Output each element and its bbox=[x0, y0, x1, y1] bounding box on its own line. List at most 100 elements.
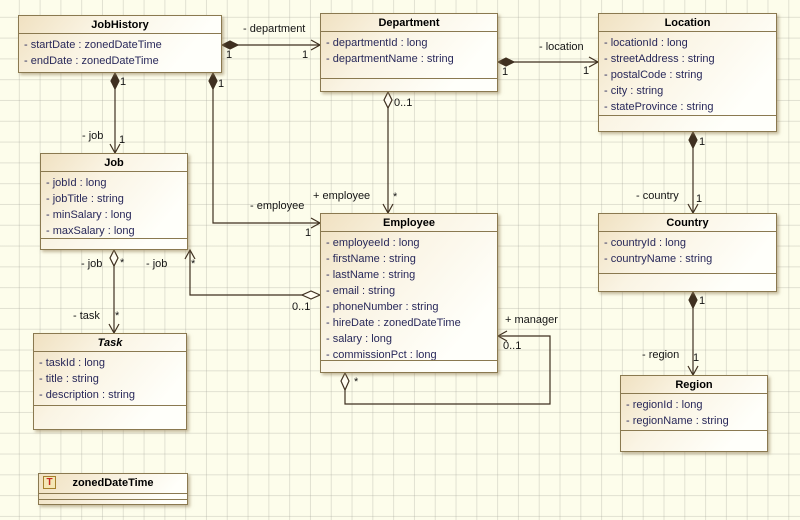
attribute: - startDate : zonedDateTime bbox=[24, 39, 162, 51]
edge-mult[interactable]: 1 bbox=[305, 227, 312, 239]
class-title: Job bbox=[41, 154, 187, 172]
empty-compartment bbox=[41, 238, 187, 249]
edge-label-job[interactable]: - job bbox=[82, 130, 104, 142]
attribute: - city : string bbox=[604, 85, 664, 97]
attribute: - phoneNumber : string bbox=[326, 301, 439, 313]
edge-mult[interactable]: 1 bbox=[302, 49, 309, 61]
edge-label-location[interactable]: - location bbox=[539, 41, 584, 53]
edge-mult[interactable]: 1 bbox=[693, 352, 700, 364]
attribute: - firstName : string bbox=[326, 253, 416, 265]
attribute: - salary : long bbox=[326, 333, 393, 345]
class-attributes: - locationId : long - streetAddress : st… bbox=[599, 32, 776, 115]
attribute: - departmentId : long bbox=[326, 37, 428, 49]
class-title: JobHistory bbox=[19, 16, 221, 34]
edge-jobhistory-department[interactable] bbox=[220, 39, 322, 51]
edge-mult[interactable]: 0..1 bbox=[394, 97, 413, 109]
attribute: - maxSalary : long bbox=[46, 225, 135, 237]
empty-compartment bbox=[39, 494, 187, 500]
edge-mult[interactable]: 1 bbox=[699, 295, 706, 307]
class-title: Task bbox=[34, 334, 186, 352]
class-country[interactable]: Country - countryId : long - countryName… bbox=[598, 213, 777, 292]
attribute: - departmentName : string bbox=[326, 53, 454, 65]
class-title: Department bbox=[321, 14, 497, 32]
empty-compartment bbox=[321, 360, 497, 372]
class-attributes: - regionId : long - regionName : string bbox=[621, 394, 767, 430]
datatype-zoneddatetime[interactable]: T zonedDateTime bbox=[38, 473, 188, 505]
edge-label-region[interactable]: - region bbox=[642, 349, 680, 361]
edge-label-job[interactable]: - job bbox=[81, 258, 103, 270]
attribute: - commissionPct : long bbox=[326, 349, 437, 360]
attribute: - endDate : zonedDateTime bbox=[24, 55, 159, 67]
attribute: - jobId : long bbox=[46, 177, 107, 189]
edge-mult[interactable]: * bbox=[393, 191, 398, 203]
class-region[interactable]: Region - regionId : long - regionName : … bbox=[620, 375, 768, 452]
edge-mult[interactable]: * bbox=[115, 310, 120, 322]
edge-label-manager[interactable]: + manager bbox=[505, 314, 558, 326]
edge-department-employee[interactable] bbox=[382, 90, 394, 215]
attribute: - countryName : string bbox=[604, 253, 713, 265]
attribute: - email : string bbox=[326, 285, 396, 297]
attribute: - taskId : long bbox=[39, 357, 106, 369]
edge-mult[interactable]: 1 bbox=[218, 78, 225, 90]
edge-mult[interactable]: 1 bbox=[226, 49, 233, 61]
class-department[interactable]: Department - departmentId : long - depar… bbox=[320, 13, 498, 92]
attribute: - jobTitle : string bbox=[46, 193, 124, 205]
class-attributes: - taskId : long - title : string - descr… bbox=[34, 352, 186, 405]
edge-mult[interactable]: * bbox=[354, 376, 359, 388]
edge-mult[interactable]: 0..1 bbox=[503, 340, 522, 352]
class-jobhistory[interactable]: JobHistory - startDate : zonedDateTime -… bbox=[18, 15, 222, 73]
attribute: - regionId : long bbox=[626, 399, 703, 411]
datatype-icon: T bbox=[43, 476, 56, 489]
edge-mult[interactable]: 1 bbox=[699, 136, 706, 148]
edge-mult[interactable]: 1 bbox=[119, 134, 126, 146]
attribute: - stateProvince : string bbox=[604, 101, 714, 113]
edge-label-employee[interactable]: - employee bbox=[250, 200, 305, 212]
edge-mult[interactable]: 1 bbox=[120, 76, 127, 88]
attribute: - streetAddress : string bbox=[604, 53, 715, 65]
empty-compartment bbox=[39, 500, 187, 505]
class-title: Employee bbox=[321, 214, 497, 232]
attribute: - title : string bbox=[39, 373, 99, 385]
empty-compartment bbox=[599, 273, 776, 291]
class-attributes: - departmentId : long - departmentName :… bbox=[321, 32, 497, 78]
empty-compartment bbox=[34, 405, 186, 429]
class-job[interactable]: Job - jobId : long - jobTitle : string -… bbox=[40, 153, 188, 250]
attribute: - description : string bbox=[39, 389, 135, 401]
edge-mult[interactable]: 1 bbox=[696, 193, 703, 205]
class-location[interactable]: Location - locationId : long - streetAdd… bbox=[598, 13, 777, 132]
edge-label-employee[interactable]: + employee bbox=[313, 190, 371, 202]
empty-compartment bbox=[321, 78, 497, 91]
edge-label-department[interactable]: - department bbox=[243, 23, 306, 35]
edge-employee-manager-self[interactable] bbox=[340, 330, 551, 405]
attribute: - countryId : long bbox=[604, 237, 686, 249]
attribute: - employeeId : long bbox=[326, 237, 420, 249]
datatype-title: zonedDateTime bbox=[72, 477, 154, 489]
class-attributes: - employeeId : long - firstName : string… bbox=[321, 232, 497, 360]
edge-label-country[interactable]: - country bbox=[636, 190, 679, 202]
edge-mult[interactable]: 0..1 bbox=[292, 301, 311, 313]
edge-mult[interactable]: 1 bbox=[502, 66, 509, 78]
class-title: Location bbox=[599, 14, 776, 32]
edge-mult[interactable]: 1 bbox=[583, 65, 590, 77]
class-attributes: - countryId : long - countryName : strin… bbox=[599, 232, 776, 273]
edge-country-region[interactable] bbox=[687, 290, 699, 377]
empty-compartment bbox=[621, 430, 767, 451]
edge-employee-job[interactable] bbox=[184, 248, 322, 300]
class-employee[interactable]: Employee - employeeId : long - firstName… bbox=[320, 213, 498, 373]
empty-compartment bbox=[599, 115, 776, 131]
edge-mult[interactable]: * bbox=[191, 258, 196, 270]
class-task[interactable]: Task - taskId : long - title : string - … bbox=[33, 333, 187, 430]
class-title: Region bbox=[621, 376, 767, 394]
attribute: - locationId : long bbox=[604, 37, 688, 49]
attribute: - lastName : string bbox=[326, 269, 416, 281]
attribute: - regionName : string bbox=[626, 415, 729, 427]
class-title: Country bbox=[599, 214, 776, 232]
edge-mult[interactable]: * bbox=[120, 257, 125, 269]
edge-label-task[interactable]: - task bbox=[73, 310, 100, 322]
class-attributes: - startDate : zonedDateTime - endDate : … bbox=[19, 34, 221, 72]
attribute: - minSalary : long bbox=[46, 209, 132, 221]
edge-label-job[interactable]: - job bbox=[146, 258, 168, 270]
attribute: - postalCode : string bbox=[604, 69, 703, 81]
attribute: - hireDate : zonedDateTime bbox=[326, 317, 461, 329]
